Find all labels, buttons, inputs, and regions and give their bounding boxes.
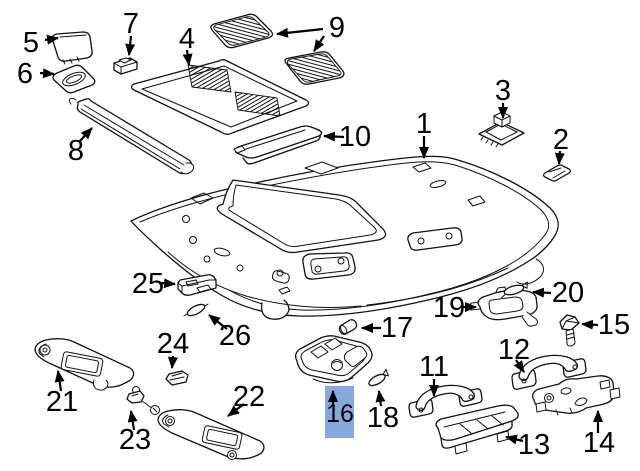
part-13-drawing bbox=[435, 404, 519, 455]
part-21-drawing bbox=[34, 338, 135, 391]
callout-19-label[interactable]: 19 bbox=[433, 292, 465, 324]
callout-22-label[interactable]: 22 bbox=[233, 381, 265, 413]
part-14-drawing bbox=[532, 375, 621, 416]
part-10-drawing bbox=[233, 125, 323, 165]
callout-17-label[interactable]: 17 bbox=[381, 312, 413, 344]
callout-arrow-18 bbox=[375, 390, 386, 407]
part-3-drawing bbox=[478, 111, 525, 148]
callout-1-label[interactable]: 1 bbox=[416, 108, 432, 140]
callout-10-label[interactable]: 10 bbox=[339, 121, 371, 153]
part-20-drawing bbox=[501, 281, 528, 299]
callout-6-label[interactable]: 6 bbox=[17, 58, 33, 90]
part-23-drawing bbox=[126, 386, 160, 415]
part-25-drawing bbox=[177, 274, 217, 296]
callout-7-label[interactable]: 7 bbox=[123, 8, 139, 40]
callout-25-label[interactable]: 25 bbox=[132, 268, 164, 300]
callout-arrow-24 bbox=[167, 355, 178, 369]
part-15-drawing bbox=[559, 314, 580, 347]
callout-arrows bbox=[39, 27, 603, 445]
callout-arrow-21 bbox=[54, 370, 65, 392]
callout-21-label[interactable]: 21 bbox=[46, 386, 78, 418]
part-17-drawing bbox=[338, 319, 358, 335]
part-7-drawing bbox=[113, 57, 138, 75]
part-16-drawing bbox=[294, 335, 373, 384]
callout-3-label[interactable]: 3 bbox=[495, 75, 511, 107]
callout-labels: 1 2 3 4 5 6 7 8 9 10 11 12 13 14 15 16 1… bbox=[17, 8, 630, 461]
callout-arrow-26 bbox=[208, 314, 228, 330]
callout-arrow-5 bbox=[44, 34, 59, 45]
callout-arrow-23 bbox=[127, 410, 138, 431]
part-5-drawing bbox=[51, 31, 93, 65]
callout-14-label[interactable]: 14 bbox=[583, 427, 615, 459]
part-26-drawing bbox=[183, 303, 209, 317]
callout-26-label[interactable]: 26 bbox=[219, 320, 251, 352]
callout-arrow-13 bbox=[505, 434, 524, 445]
callout-arrow-12 bbox=[513, 359, 525, 373]
callout-2-label[interactable]: 2 bbox=[553, 124, 569, 156]
part-12-drawing bbox=[511, 354, 587, 390]
callout-13-label[interactable]: 13 bbox=[518, 429, 550, 461]
part-19-drawing bbox=[469, 285, 538, 327]
callout-23-label[interactable]: 23 bbox=[119, 424, 151, 456]
callout-11-label[interactable]: 11 bbox=[419, 351, 449, 383]
callout-arrow-15 bbox=[581, 319, 599, 330]
callout-20-label[interactable]: 20 bbox=[552, 277, 584, 309]
part-4-drawing bbox=[130, 59, 310, 135]
callout-arrow-6 bbox=[39, 68, 55, 79]
callout-arrow-22 bbox=[227, 403, 245, 417]
callout-arrow-9b bbox=[313, 35, 325, 52]
part-8-drawing bbox=[68, 97, 195, 175]
callout-arrow-9a bbox=[276, 27, 324, 38]
part-9-drawing bbox=[210, 13, 345, 85]
callout-arrow-10 bbox=[323, 131, 345, 142]
callout-arrow-25 bbox=[160, 278, 176, 289]
callout-arrow-7 bbox=[125, 35, 136, 56]
callout-18-label[interactable]: 18 bbox=[367, 402, 399, 434]
callout-arrow-2 bbox=[554, 150, 565, 165]
part-1-drawing bbox=[130, 155, 559, 320]
callout-15-label[interactable]: 15 bbox=[598, 309, 630, 341]
part-6-drawing bbox=[52, 64, 96, 94]
callout-arrow-20 bbox=[532, 287, 552, 298]
part-2-drawing bbox=[542, 164, 572, 182]
part-22-drawing bbox=[157, 409, 265, 460]
callout-24-label[interactable]: 24 bbox=[157, 328, 189, 360]
callout-9-label[interactable]: 9 bbox=[329, 12, 345, 44]
callout-8-label[interactable]: 8 bbox=[68, 135, 84, 167]
callout-12-label[interactable]: 12 bbox=[498, 334, 530, 366]
callout-5-label[interactable]: 5 bbox=[23, 27, 39, 59]
callout-arrow-8 bbox=[78, 127, 93, 143]
part-24-drawing bbox=[165, 370, 189, 386]
callout-arrow-4 bbox=[182, 49, 193, 66]
callout-16-label[interactable]: 16 bbox=[326, 400, 354, 428]
part-18-drawing bbox=[368, 368, 389, 387]
callout-4-label[interactable]: 4 bbox=[179, 23, 195, 55]
